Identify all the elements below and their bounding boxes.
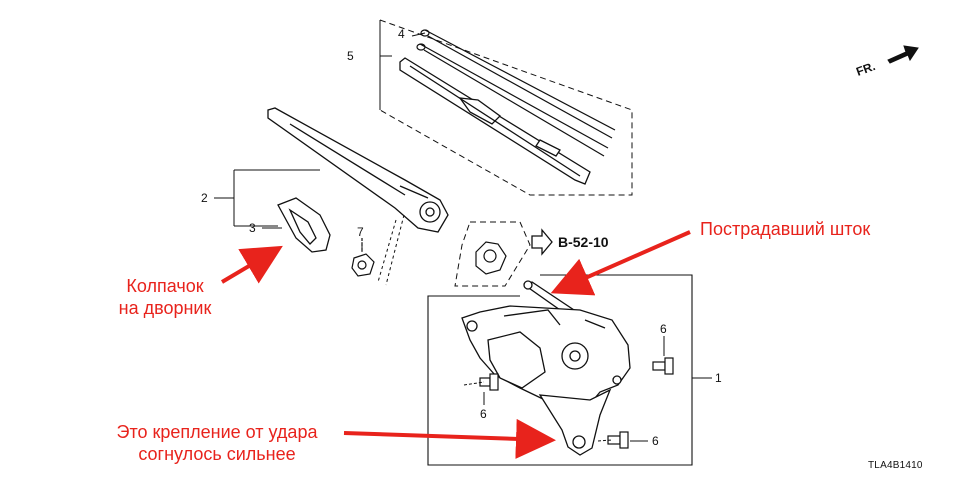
reference-label: B-52-10: [558, 234, 609, 250]
part-label-6-left: 6: [480, 407, 487, 421]
part-label-6-right: 6: [660, 322, 667, 336]
mounting-bracket: [538, 388, 612, 456]
arm-connector-dashed: [377, 214, 405, 286]
wiper-arm: [267, 107, 449, 233]
wiper-cap-annotation-line2: на дворник: [118, 298, 212, 318]
part-label-5: 5: [347, 49, 354, 63]
part-label-3: 3: [249, 221, 256, 235]
part-label-7: 7: [357, 225, 364, 239]
front-direction-indicator: FR.: [854, 45, 919, 79]
rod-annotation-arrow: [550, 230, 691, 296]
front-direction-arrow-icon: [887, 45, 919, 64]
cap-annotation-arrow: [220, 245, 283, 284]
wiper-cap-annotation-line1: Колпачок: [126, 276, 204, 296]
bent-mount-annotation: Это крепление от удара согнулось сильнее: [92, 421, 342, 465]
wiper-blade: [399, 57, 591, 185]
part-label-1: 1: [715, 371, 722, 385]
wiper-cap-annotation: Колпачок на дворник: [100, 275, 230, 319]
part-labels: 4 5 2 3 7 1 6 6 6: [201, 27, 722, 448]
bolt-dashed-leaders: [463, 381, 613, 442]
blade-group-frame: [379, 19, 633, 196]
bent-mount-annotation-line2: согнулось сильнее: [138, 444, 296, 464]
wiper-cap: [277, 197, 331, 253]
bolt: [479, 357, 674, 449]
wiper-rubber-strip: [416, 29, 616, 157]
part-label-6-bottom: 6: [652, 434, 659, 448]
motor-group-frame: [427, 274, 693, 466]
reference-arrow: [531, 228, 553, 256]
diagram-code: TLA4B1410: [868, 460, 923, 471]
leader-lines: [214, 20, 712, 442]
part-label-2: 2: [201, 191, 208, 205]
nut: [351, 238, 375, 277]
mount-annotation-arrow: [343, 418, 556, 459]
part-label-4: 4: [398, 27, 405, 41]
annotation-arrows: [220, 230, 691, 459]
grommet-group: [454, 221, 531, 287]
bent-mount-annotation-line1: Это крепление от удара: [116, 422, 318, 442]
front-direction-label: FR.: [854, 59, 877, 79]
damaged-rod-annotation: Пострадавший шток: [700, 219, 871, 239]
wiper-motor: [461, 305, 631, 411]
